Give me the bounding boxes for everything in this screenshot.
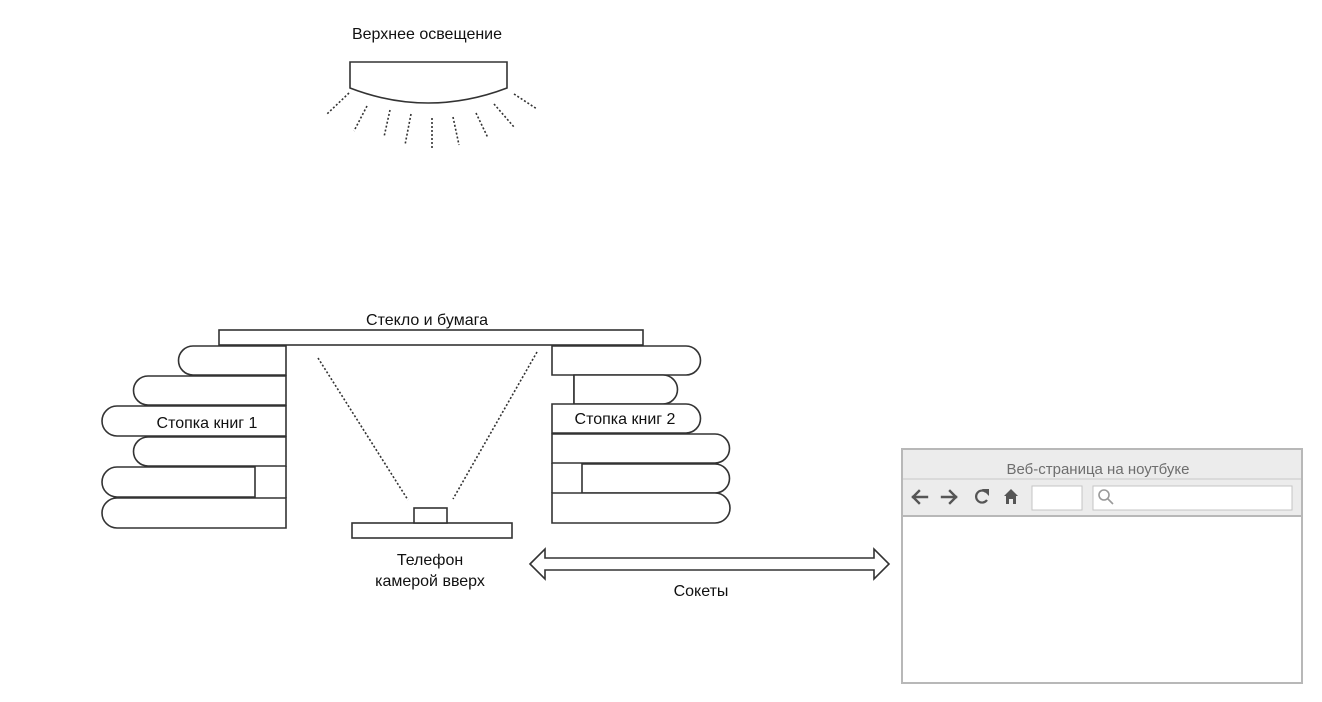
browser-title: Веб-страница на ноутбуке bbox=[1006, 461, 1189, 478]
overhead-light-label: Верхнее освещение bbox=[352, 26, 502, 43]
glass-plate bbox=[218, 329, 644, 346]
phone-label-line2: камерой вверх bbox=[375, 573, 485, 590]
glass-and-paper: Стекло и бумага bbox=[218, 312, 644, 346]
book-stack-2 bbox=[551, 345, 731, 524]
book-stack-1 bbox=[101, 345, 287, 529]
book bbox=[132, 436, 287, 467]
refresh-icon[interactable] bbox=[975, 489, 989, 504]
phone-label-line1: Телефон bbox=[397, 552, 463, 569]
sockets-double-arrow bbox=[528, 547, 891, 581]
book bbox=[551, 492, 731, 524]
book bbox=[101, 497, 287, 529]
arrow-right-icon[interactable] bbox=[940, 489, 958, 505]
browser-window: Веб-страница на ноутбуке bbox=[901, 448, 1303, 684]
stack1-label: Стопка книг 1 bbox=[157, 415, 258, 432]
light-rays bbox=[326, 92, 538, 149]
book bbox=[177, 345, 287, 376]
book bbox=[101, 466, 256, 498]
book bbox=[573, 374, 679, 405]
phone bbox=[351, 507, 513, 539]
book bbox=[551, 403, 702, 434]
arrow-left-icon[interactable] bbox=[911, 489, 929, 505]
camera-view-lines bbox=[317, 351, 538, 501]
stack2-label: Стопка книг 2 bbox=[575, 411, 676, 428]
book bbox=[551, 345, 702, 376]
search-bar[interactable] bbox=[1092, 485, 1293, 511]
phone-body bbox=[351, 522, 513, 539]
search-icon bbox=[1098, 489, 1114, 505]
lamp-shade bbox=[349, 61, 508, 104]
overhead-light: Верхнее освещение bbox=[326, 26, 538, 149]
sockets-label: Сокеты bbox=[674, 583, 729, 600]
book bbox=[132, 375, 287, 406]
book bbox=[581, 463, 731, 494]
glass-paper-label: Стекло и бумага bbox=[366, 312, 488, 329]
phone-camera bbox=[413, 507, 448, 524]
home-icon[interactable] bbox=[1004, 489, 1018, 504]
book bbox=[551, 433, 731, 464]
address-bar[interactable] bbox=[1031, 485, 1083, 511]
book bbox=[101, 405, 287, 437]
